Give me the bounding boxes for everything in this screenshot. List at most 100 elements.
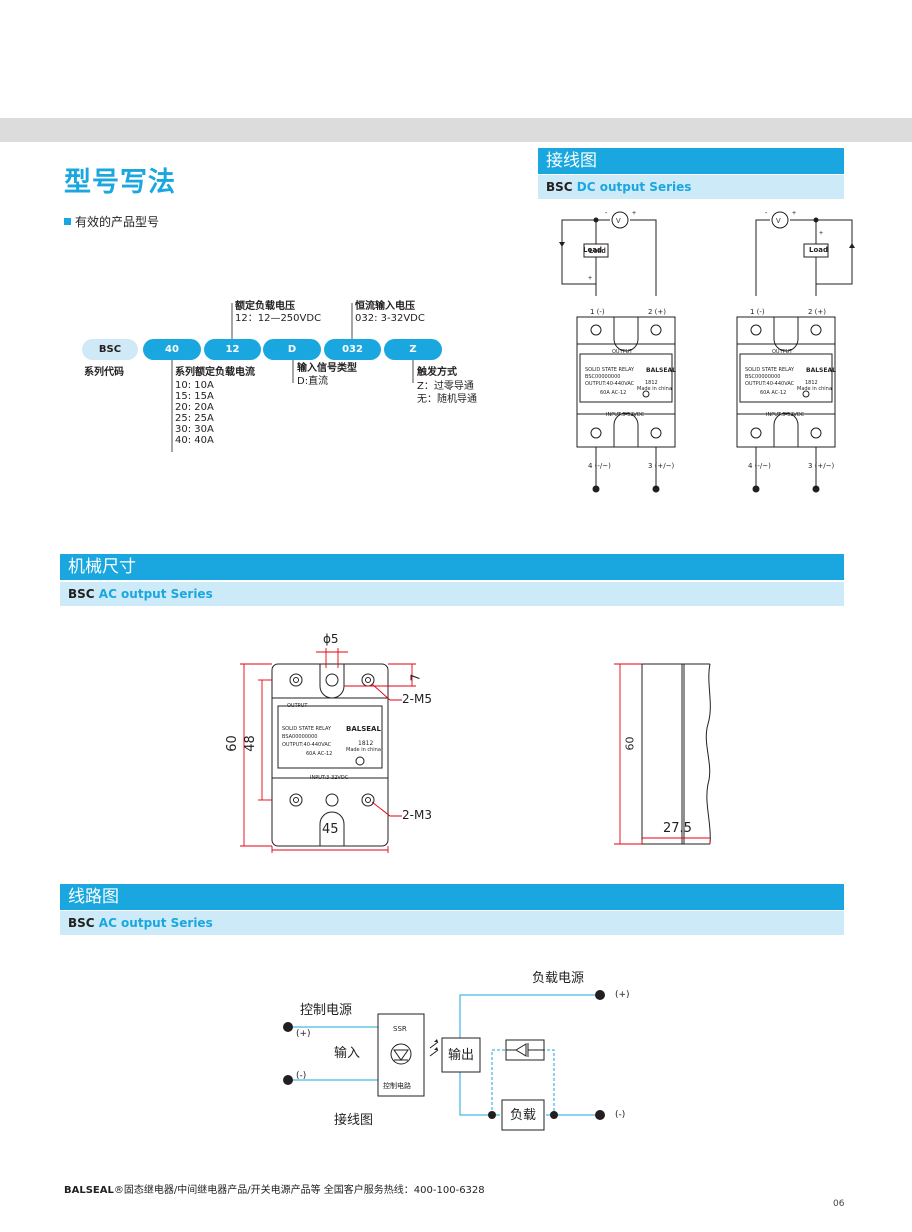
mech-label-line4: 60A AC-12 — [306, 751, 333, 757]
footer: BALSEAL®固态继电器/中间继电器产品/开关电源产品等 全国客户服务热线：4… — [64, 1181, 485, 1196]
series-prefix: BSC — [546, 180, 577, 194]
rated-current-item: 40: 40A — [175, 435, 214, 446]
svg-text:V: V — [776, 218, 781, 225]
side-dim-60: 60 — [623, 736, 637, 751]
series-name: DC output Series — [576, 180, 692, 194]
relay-brand-left: BALSEAL — [646, 367, 676, 374]
relay-date-right: 1812 — [805, 380, 818, 386]
series-prefix: BSC — [68, 587, 99, 601]
circuit-load-plus: (+) — [615, 990, 630, 1000]
relay-pin3-left: 3 (+/~) — [648, 462, 675, 470]
load-voltage-value: 12：12—250VDC — [235, 313, 322, 324]
relay-input-label-right: INPUT:3-32VDC — [766, 412, 805, 418]
dim-phi5: ϕ5 — [323, 632, 339, 646]
model-code-trigger: Z — [384, 339, 442, 360]
wiring-section-subheader: BSC DC output Series — [538, 175, 844, 199]
relay-pin1-right: 1 (-) — [750, 308, 765, 316]
relay-output-label-right: OUTPUT — [772, 349, 793, 355]
circuit-section-subheader: BSC AC output Series — [60, 911, 844, 935]
relay-brand-right: BALSEAL — [806, 367, 836, 374]
input-type-value: D:直流 — [297, 376, 329, 387]
trigger-title: 触发方式 — [417, 367, 457, 378]
page-number: 06 — [833, 1199, 845, 1209]
model-code-input-type: D — [263, 339, 321, 360]
circuit-ctrl-minus: (-) — [296, 1071, 307, 1081]
svg-text:+: + — [819, 230, 823, 237]
svg-text:-: - — [605, 210, 608, 217]
circuit-ssr-label: SSR — [393, 1025, 407, 1033]
series-name: AC output Series — [98, 587, 213, 601]
mech-section-subheader: BSC AC output Series — [60, 582, 844, 606]
circuit-ctrl-circuit-label: 控制电路 — [383, 1082, 411, 1090]
svg-text:V: V — [616, 218, 621, 225]
relay-load-label-right: Load — [809, 246, 829, 254]
circuit-input-label: 输入 — [334, 1046, 361, 1061]
svg-text:+: + — [632, 210, 636, 217]
svg-text:+: + — [588, 275, 592, 282]
relay-pin1-left: 1 (-) — [590, 308, 605, 316]
input-type-title: 输入信号类型 — [297, 363, 357, 374]
relay-label-line4-right: 60A AC-12 — [760, 390, 787, 396]
relay-made-left: Made in china — [637, 386, 672, 392]
mech-section-header: 机械尺寸 — [60, 554, 844, 580]
circuit-output-label: 输出 — [448, 1048, 475, 1063]
bullet-square-icon — [64, 218, 71, 225]
model-code-voltage: 12 — [204, 339, 261, 360]
series-name: AC output Series — [98, 916, 213, 930]
relay-pin2-right: 2 (+) — [808, 308, 827, 316]
circuit-diagram — [283, 990, 605, 1131]
relay-pin4-left: 4 (-/~) — [588, 462, 611, 470]
mech-made-in: Made in china — [346, 747, 381, 753]
mech-date: 1812 — [358, 740, 374, 747]
relay-wiring-left: V - + Load + — [559, 210, 676, 493]
relay-input-label-left: INPUT:3-32VDC — [606, 412, 645, 418]
rated-current-title: 系列额定负载电流 — [175, 367, 255, 378]
input-voltage-value: 032: 3-32VDC — [355, 313, 425, 324]
page-title: 型号写法 — [64, 167, 176, 198]
dim-7: 7 — [408, 673, 423, 682]
relay-made-right: Made in china — [797, 386, 832, 392]
mech-front-view — [240, 648, 416, 853]
relay-pin2-left: 2 (+) — [648, 308, 667, 316]
relay-label-line4-left: 60A AC-12 — [600, 390, 627, 396]
relay-wiring-right: V - + + — [736, 210, 855, 493]
trigger-zero-cross: Z：过零导通 — [417, 381, 474, 392]
circuit-load-label: 负载 — [510, 1108, 537, 1123]
rated-current-item: 25: 25A — [175, 413, 214, 424]
mech-output-label: OUTPUT — [287, 703, 308, 709]
dc-wiring-diagrams: V - + Load + — [559, 210, 676, 493]
dim-48: 48 — [242, 735, 258, 752]
dim-45: 45 — [322, 822, 339, 837]
circuit-ctrl-plus: (+) — [296, 1029, 311, 1039]
wiring-section-header: 接线图 — [538, 148, 844, 174]
mech-label-line1: SOLID STATE RELAY — [282, 726, 332, 732]
relay-label-line2-right: BSC00000000 — [745, 374, 781, 380]
relay-label-line2-left: BSC00000000 — [585, 374, 621, 380]
trigger-random: 无：随机导通 — [417, 394, 477, 405]
side-dim-27: 27.5 — [663, 821, 692, 836]
footer-text: ®固态继电器/中间继电器产品/开关电源产品等 全国客户服务热线：400-100-… — [113, 1185, 485, 1196]
mech-label-line2: BSA00000000 — [282, 734, 318, 740]
circuit-load-minus: (-) — [615, 1110, 626, 1120]
series-prefix: BSC — [68, 916, 99, 930]
model-code-input-voltage: 032 — [324, 339, 381, 360]
relay-label-line1-left: SOLID STATE RELAY — [585, 367, 635, 373]
rated-current-item: 10: 10A — [175, 380, 214, 391]
relay-pin4-right: 4 (-/~) — [748, 462, 771, 470]
subtitle-text: 有效的产品型号 — [75, 215, 160, 229]
relay-label-line3-left: OUTPUT:40-440VAC — [585, 381, 635, 387]
mech-side-view — [614, 663, 711, 845]
relay-date-left: 1812 — [645, 380, 658, 386]
svg-text:Load: Load — [589, 248, 606, 255]
relay-label-line1-right: SOLID STATE RELAY — [745, 367, 795, 373]
relay-label-line3-right: OUTPUT:40-440VAC — [745, 381, 795, 387]
model-code-leader-lines — [171, 303, 414, 452]
input-voltage-title: 恒流输入电压 — [355, 301, 415, 312]
rated-current-list: 10: 10A 15: 15A 20: 20A 25: 25A 30: 30A … — [175, 380, 214, 446]
dim-60: 60 — [224, 735, 240, 752]
rated-current-item: 20: 20A — [175, 402, 214, 413]
mech-input-label: INPUT:3-32VDC — [310, 775, 349, 781]
relay-pin3-right: 3 (+/~) — [808, 462, 835, 470]
model-code-series: BSC — [82, 339, 138, 360]
subtitle: 有效的产品型号 — [64, 213, 159, 230]
